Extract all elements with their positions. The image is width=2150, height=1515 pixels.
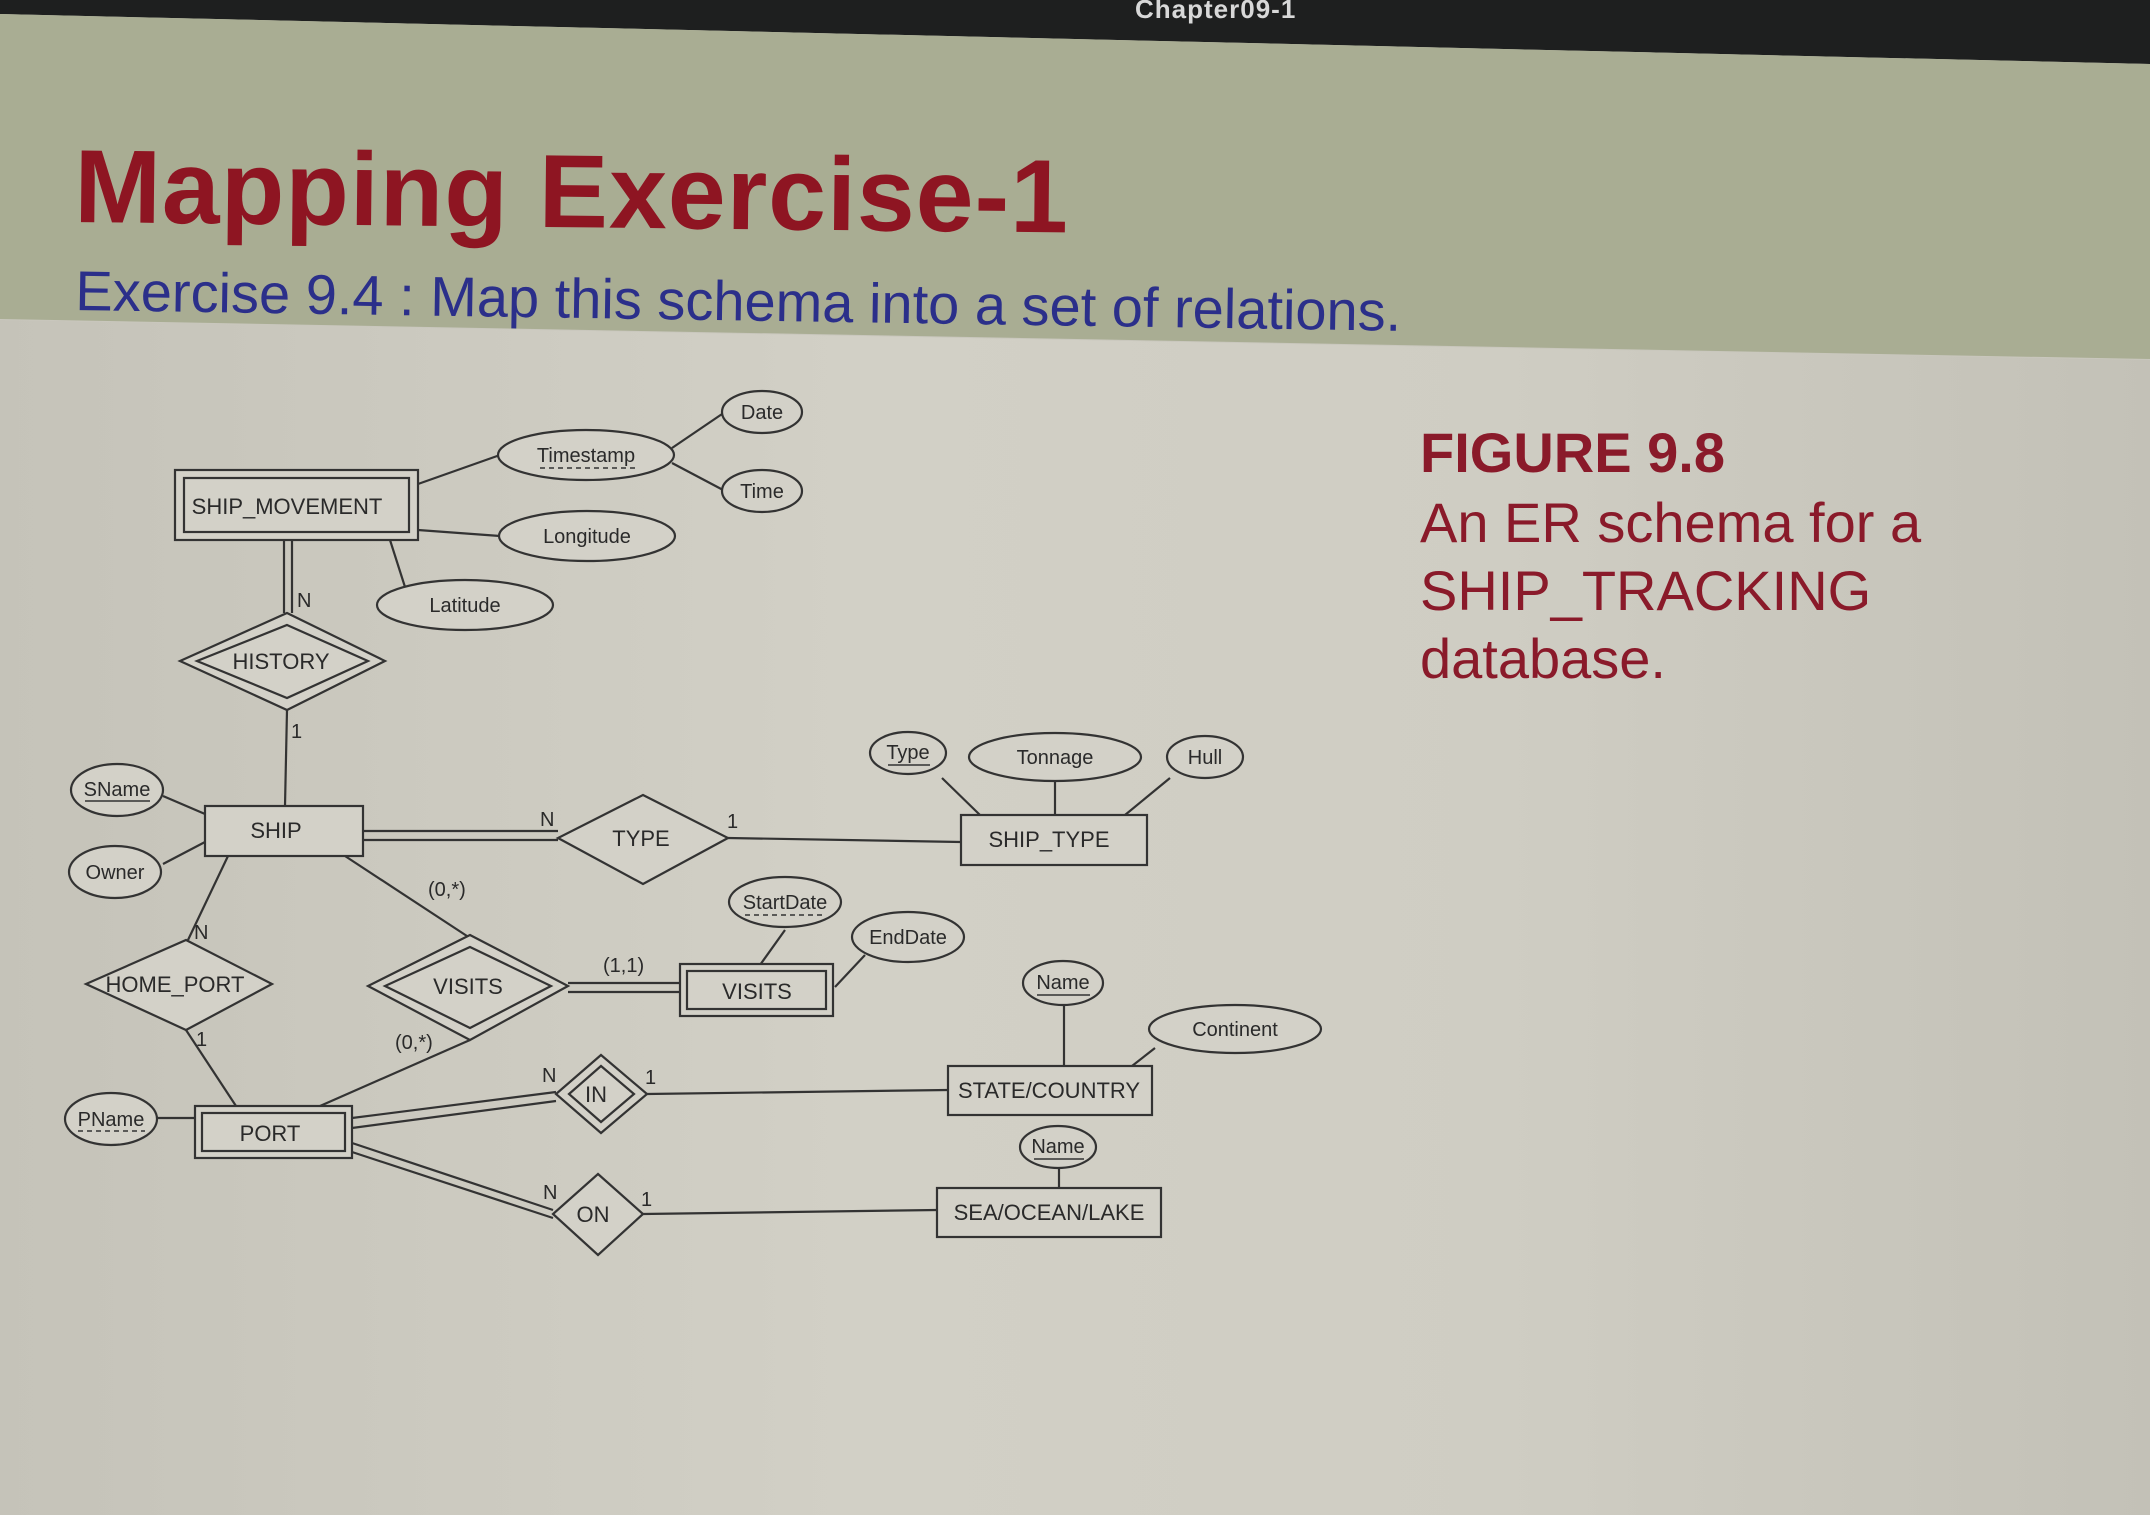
svg-text:1: 1: [645, 1067, 656, 1089]
svg-text:1: 1: [641, 1189, 652, 1211]
svg-text:(0,*): (0,*): [395, 1032, 433, 1054]
connector-lines: [158, 411, 1171, 1220]
attribute-tonnage: Tonnage: [967, 731, 1143, 783]
svg-text:Continent: Continent: [1192, 1019, 1278, 1041]
relationship-type: TYPE: [555, 793, 731, 886]
entity-ship: SHIP: [203, 804, 365, 858]
attribute-enddate: EndDate: [850, 910, 966, 964]
figure-caption: FIGURE 9.8 An ER schema for a SHIP_TRACK…: [1420, 420, 1921, 693]
svg-text:SEA/OCEAN/LAKE: SEA/OCEAN/LAKE: [954, 1200, 1145, 1225]
svg-text:Longitude: Longitude: [543, 526, 631, 548]
relationship-history: HISTORY: [177, 611, 388, 712]
svg-text:PORT: PORT: [240, 1121, 301, 1146]
relationship-on: ON: [551, 1172, 645, 1257]
svg-text:SHIP: SHIP: [250, 818, 301, 843]
svg-text:SHIP_MOVEMENT: SHIP_MOVEMENT: [192, 494, 383, 519]
svg-text:N: N: [542, 1065, 556, 1087]
svg-text:STATE/COUNTRY: STATE/COUNTRY: [958, 1078, 1140, 1103]
svg-text:Name: Name: [1036, 972, 1089, 994]
attribute-hull: Hull: [1165, 734, 1245, 780]
caption-line-1: An ER schema for a: [1420, 491, 1922, 554]
svg-text:1: 1: [727, 811, 738, 833]
relationship-in: IN: [554, 1053, 649, 1135]
entity-port: PORT: [193, 1104, 354, 1160]
svg-text:ON: ON: [577, 1202, 610, 1227]
svg-text:N: N: [297, 590, 311, 612]
svg-text:VISITS: VISITS: [722, 979, 792, 1004]
svg-text:(1,1): (1,1): [603, 955, 644, 977]
svg-text:(0,*): (0,*): [428, 879, 466, 901]
svg-text:Time: Time: [740, 481, 784, 503]
attribute-owner: Owner: [67, 844, 163, 900]
svg-text:SHIP_TYPE: SHIP_TYPE: [988, 827, 1109, 852]
svg-text:Name: Name: [1031, 1136, 1084, 1158]
svg-text:1: 1: [196, 1029, 207, 1051]
entity-sea-ocean-lake: SEA/OCEAN/LAKE: [935, 1186, 1163, 1239]
entity-visits: VISITS: [678, 962, 835, 1018]
svg-text:IN: IN: [585, 1082, 607, 1107]
svg-text:Timestamp: Timestamp: [537, 445, 635, 467]
attribute-continent: Continent: [1147, 1003, 1323, 1055]
entity-ship-type: SHIP_TYPE: [959, 813, 1149, 867]
svg-text:1: 1: [291, 721, 302, 743]
svg-text:Date: Date: [741, 402, 783, 424]
svg-text:Latitude: Latitude: [429, 595, 500, 617]
svg-text:Type: Type: [886, 742, 929, 764]
slide-header-band: [0, 14, 2150, 359]
attribute-pname: PName: [63, 1091, 159, 1147]
cardinality-labels: N 1 N 1 (0,*) (1,1) (0,*) N 1 N 1 N 1: [194, 590, 738, 1211]
attribute-sea-ocean-lake-name: Name: [1018, 1124, 1098, 1170]
svg-text:HISTORY: HISTORY: [233, 649, 330, 674]
attribute-longitude: Longitude: [497, 509, 677, 563]
svg-text:PName: PName: [78, 1109, 145, 1131]
attribute-state-country-name: Name: [1021, 959, 1105, 1007]
entity-ship-movement: SHIP_MOVEMENT: [173, 468, 420, 542]
attribute-latitude: Latitude: [375, 578, 555, 632]
svg-text:EndDate: EndDate: [869, 927, 947, 949]
svg-text:N: N: [543, 1182, 557, 1204]
svg-text:VISITS: VISITS: [433, 974, 503, 999]
svg-text:Owner: Owner: [86, 862, 145, 884]
svg-text:HOME_PORT: HOME_PORT: [106, 972, 245, 997]
attribute-type: Type: [868, 730, 948, 776]
window-title: Chapter09-1: [1135, 0, 1297, 24]
svg-text:Tonnage: Tonnage: [1017, 747, 1094, 769]
attribute-sname: SName: [69, 762, 165, 818]
svg-text:N: N: [540, 809, 554, 831]
caption-line-3: database.: [1420, 627, 1666, 690]
svg-text:TYPE: TYPE: [612, 826, 669, 851]
caption-line-2: SHIP_TRACKING: [1420, 559, 1872, 622]
attribute-date: Date: [720, 389, 804, 435]
svg-text:StartDate: StartDate: [743, 892, 827, 914]
attribute-startdate: StartDate: [727, 875, 843, 929]
relationship-home-port: HOME_PORT: [83, 938, 275, 1032]
svg-text:SName: SName: [84, 779, 151, 801]
attribute-time: Time: [720, 468, 804, 514]
attribute-timestamp: Timestamp: [496, 428, 676, 482]
relationship-visits: VISITS: [365, 933, 571, 1042]
svg-text:Hull: Hull: [1188, 747, 1222, 769]
entity-state-country: STATE/COUNTRY: [946, 1064, 1154, 1117]
figure-label: FIGURE 9.8: [1420, 421, 1725, 484]
svg-text:N: N: [194, 922, 208, 944]
